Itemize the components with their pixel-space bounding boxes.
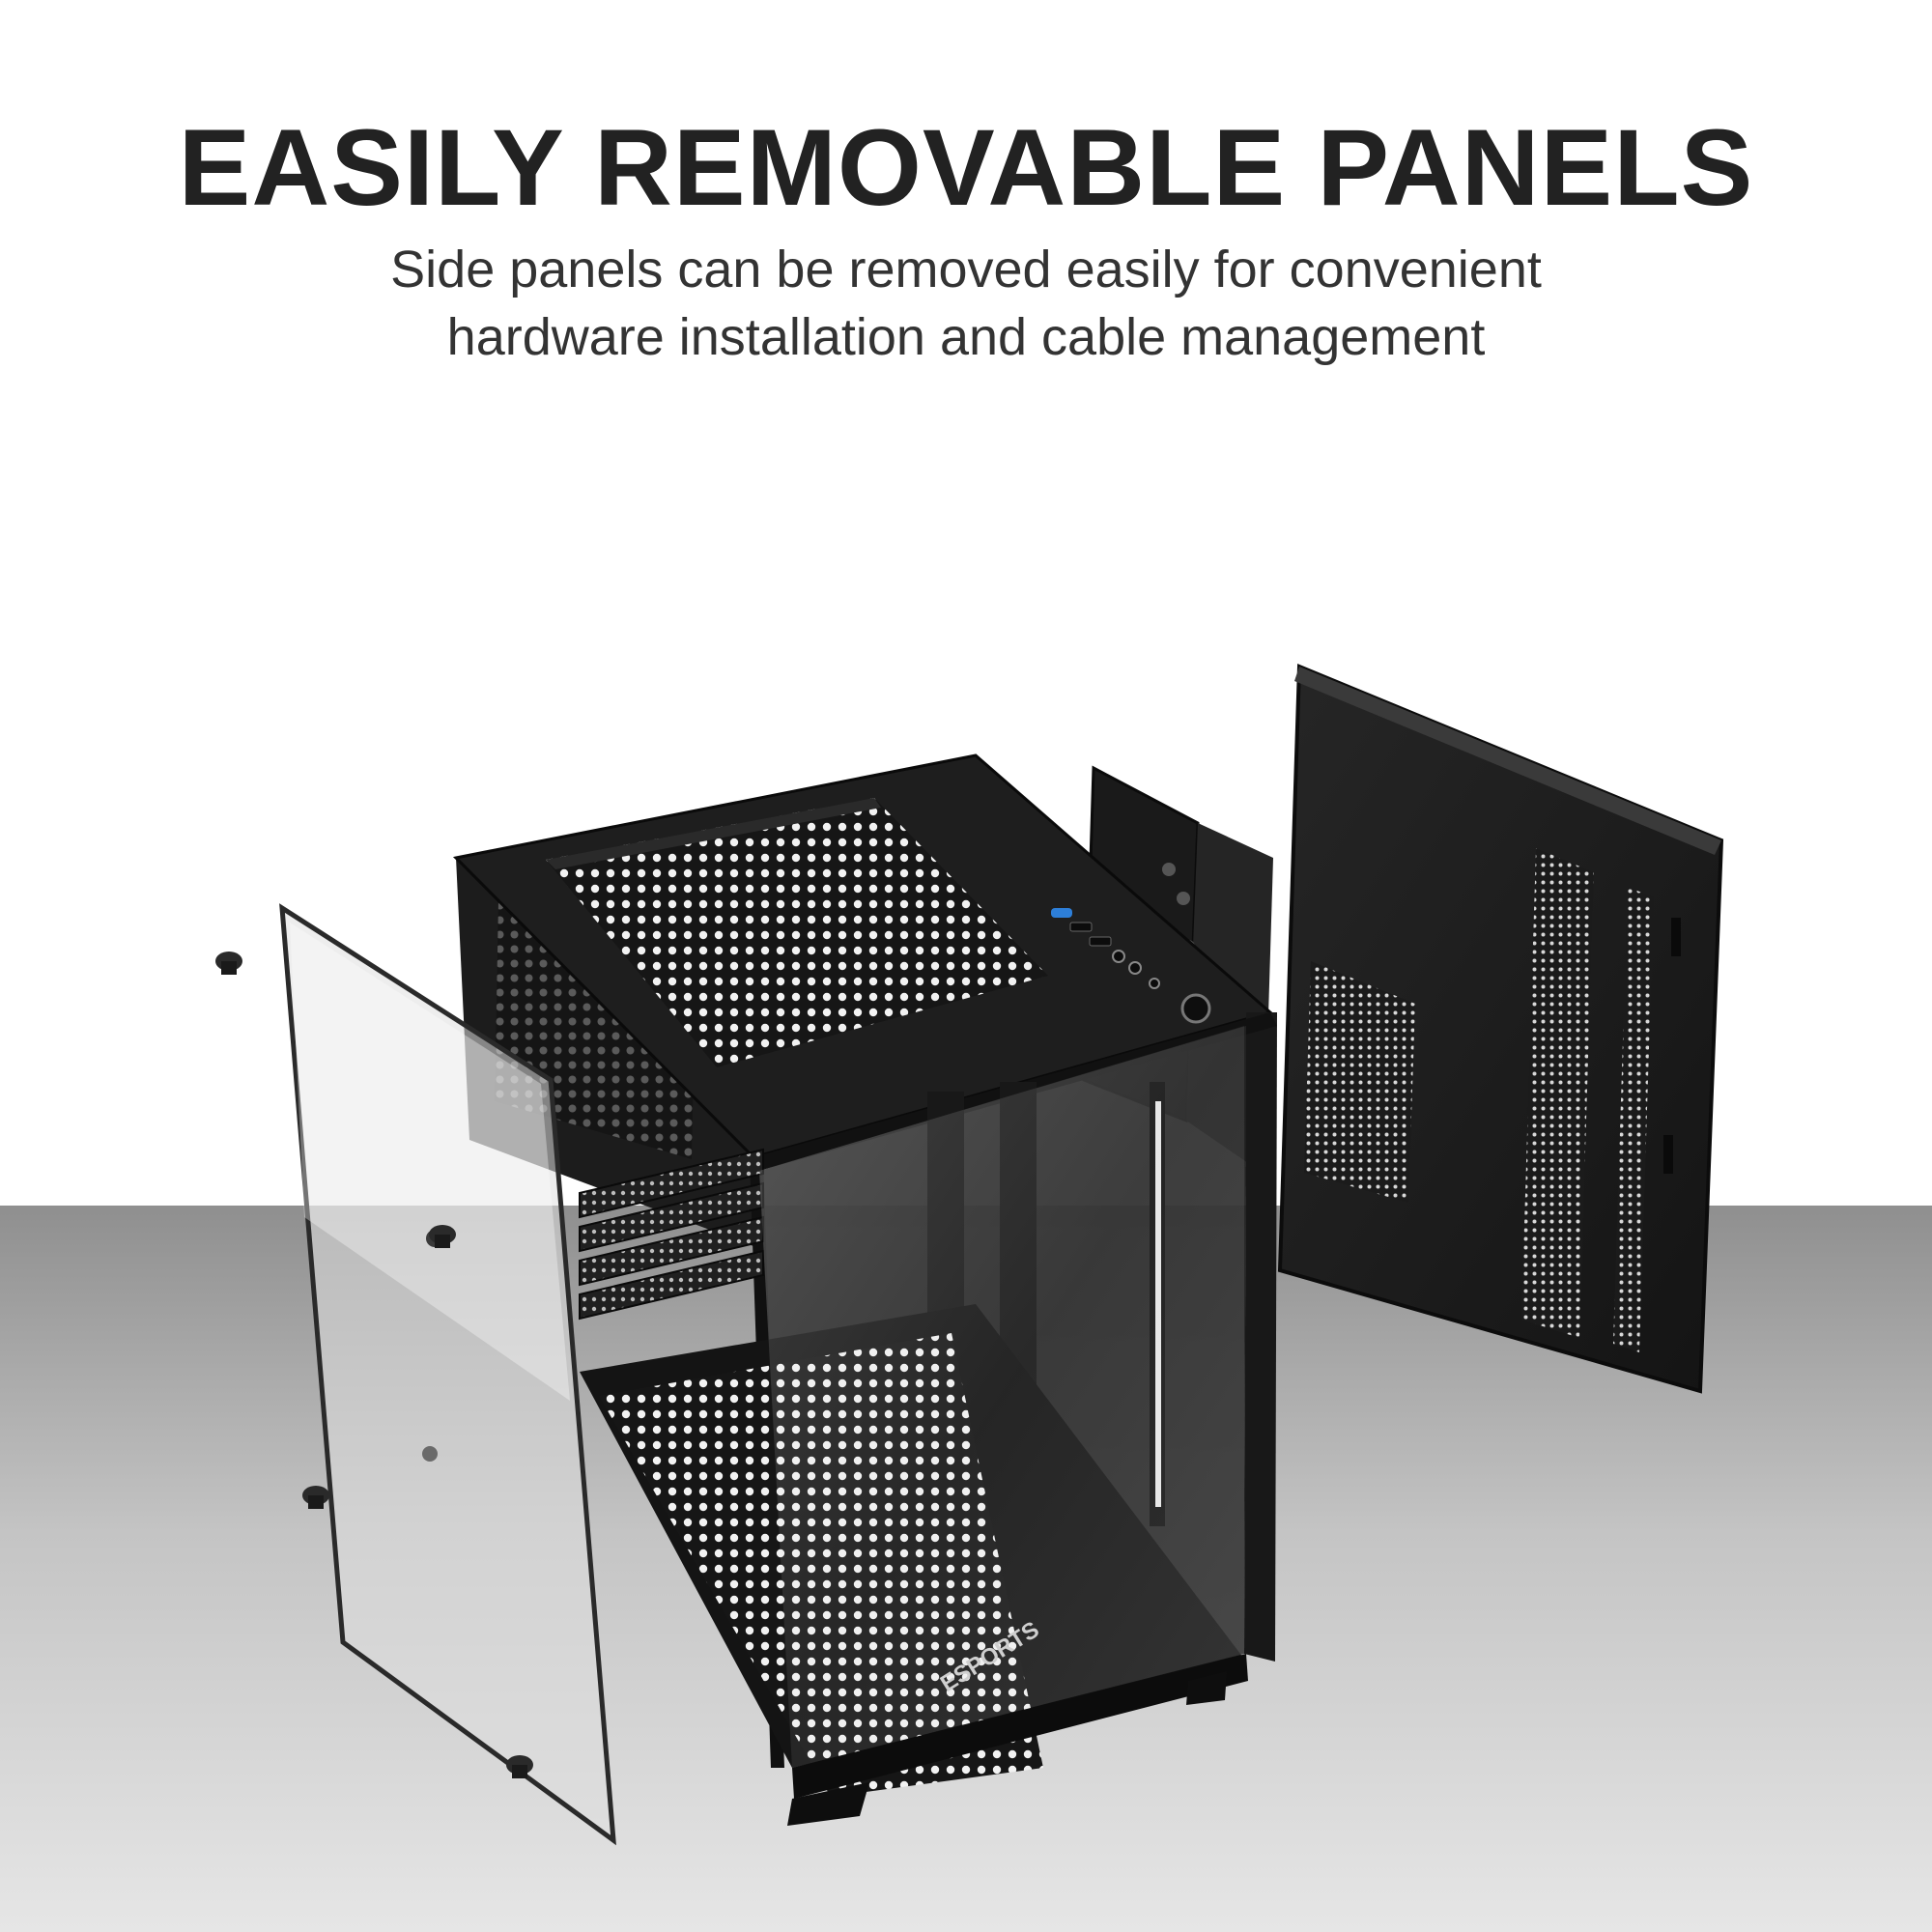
pc-case xyxy=(452,753,1277,1826)
thumbscrews xyxy=(215,952,533,1778)
audio-jack-2 xyxy=(1128,961,1142,975)
panel-vent-narrow xyxy=(1613,887,1654,1352)
panel-vent-large xyxy=(1521,848,1594,1338)
subheadline-line-2: hardware installation and cable manageme… xyxy=(446,308,1486,367)
reset-button xyxy=(1149,978,1160,989)
subheadline: Side panels can be removed easily for co… xyxy=(0,236,1932,371)
pcie-slots xyxy=(579,1148,764,1321)
case-foot-front xyxy=(787,1782,869,1826)
front-glass xyxy=(759,1026,1244,1768)
thumbscrew-3 xyxy=(302,1486,329,1509)
thumbscrew-4 xyxy=(506,1755,533,1778)
thumbscrew-1 xyxy=(215,952,242,975)
headline: EASILY REMOVABLE PANELS xyxy=(178,107,1754,228)
front-pillar xyxy=(1244,1012,1277,1662)
case-foot-right xyxy=(1186,1671,1227,1705)
thumbscrew-2 xyxy=(429,1225,456,1248)
subheadline-line-1: Side panels can be removed easily for co… xyxy=(390,241,1542,298)
usb-port-1 xyxy=(1069,922,1093,932)
usb-port-2 xyxy=(1089,936,1112,947)
header: EASILY REMOVABLE PANELS Side panels can … xyxy=(0,0,1932,367)
glass-mount-hole-2 xyxy=(422,1446,438,1462)
usb-c-port xyxy=(1051,908,1072,918)
rear-side-panel xyxy=(1277,664,1724,1394)
audio-jack-1 xyxy=(1112,950,1125,963)
power-button xyxy=(1180,993,1211,1024)
top-vent-mesh xyxy=(546,798,1048,1067)
glass-side-panel xyxy=(279,903,616,1846)
front-io-panel xyxy=(1051,908,1211,1024)
panel-vent-small xyxy=(1304,961,1415,1203)
